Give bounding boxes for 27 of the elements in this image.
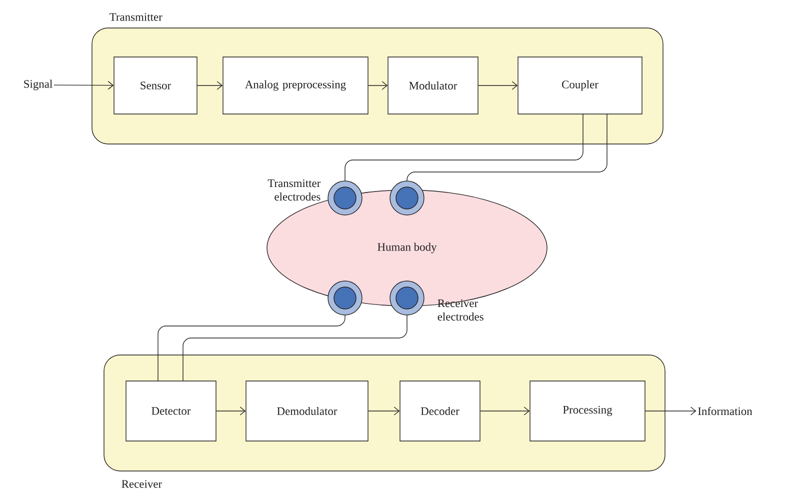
arrow <box>645 406 696 416</box>
arrow <box>478 81 518 90</box>
process-box: Decoder <box>400 380 480 442</box>
panel-heading: Receiver <box>122 480 162 488</box>
arrow <box>216 406 246 416</box>
panel-heading: Transmitter <box>110 13 162 21</box>
signal-text: Signal <box>24 80 52 90</box>
process-box: Analog preprocessing <box>222 56 368 114</box>
wire <box>344 114 584 181</box>
process-box: Sensor <box>114 56 198 114</box>
process-box: Processing <box>530 380 646 442</box>
process-box: Modulator <box>388 56 478 114</box>
arrow <box>368 81 388 90</box>
signal-text: Information <box>698 406 752 416</box>
arrow <box>480 406 530 416</box>
arrow <box>197 81 223 90</box>
process-box: Coupler <box>518 56 642 114</box>
electrode-circle <box>328 180 362 216</box>
process-box: Detector <box>126 380 216 442</box>
process-box: Demodulator <box>246 380 368 442</box>
electrode-circle <box>328 280 362 316</box>
electrode-circle <box>390 280 424 316</box>
wire <box>406 114 608 181</box>
arrow <box>54 80 114 90</box>
electrode-circle <box>390 180 424 216</box>
wire <box>182 315 408 382</box>
arrow <box>368 406 400 416</box>
